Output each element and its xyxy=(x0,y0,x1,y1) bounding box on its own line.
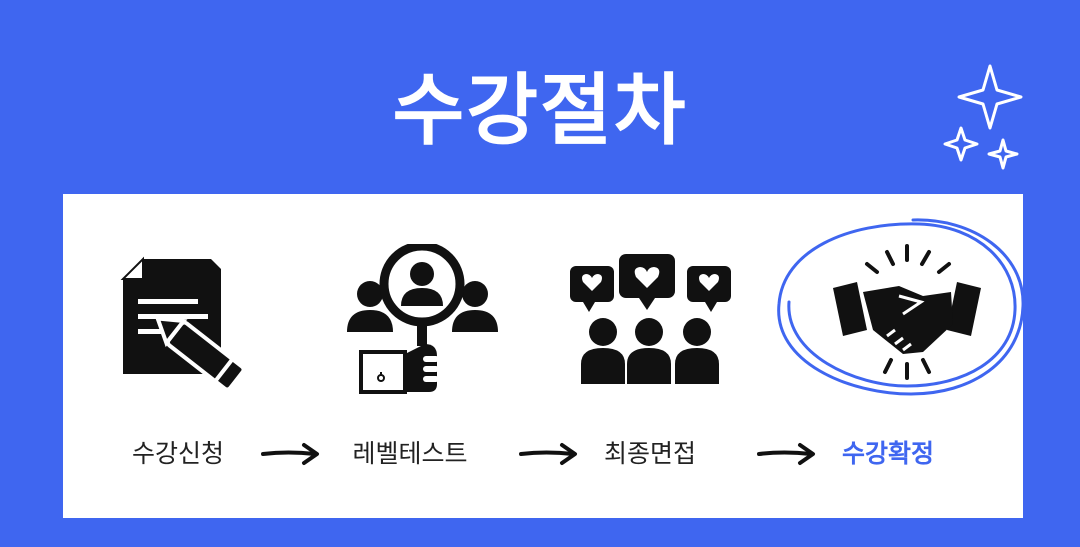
scribble-circle xyxy=(777,218,1025,396)
handshake-icon xyxy=(777,218,1025,396)
step-confirmed: 수강확정 xyxy=(777,194,1025,518)
process-panel: 수강신청 레벨테스트 xyxy=(63,194,1025,518)
sparkles-icon xyxy=(943,64,1023,170)
arrow-right-icon xyxy=(757,443,815,465)
step-label: 레벨테스트 xyxy=(352,439,468,468)
step-level-test: 레벨테스트 xyxy=(325,194,545,518)
group-hearts-icon xyxy=(570,254,731,384)
step-label: 수강확정 xyxy=(841,439,934,468)
magnifier-person-icon xyxy=(347,244,498,394)
step-label: 수강신청 xyxy=(131,439,224,468)
step-apply: 수강신청 xyxy=(93,194,313,518)
document-pen-icon xyxy=(120,256,246,392)
step-label: 최종면접 xyxy=(603,439,696,468)
step-final-interview: 최종면접 xyxy=(565,194,785,518)
arrow-right-icon xyxy=(519,443,577,465)
page-title: 수강절차 xyxy=(392,66,688,156)
arrow-right-icon xyxy=(261,443,319,465)
